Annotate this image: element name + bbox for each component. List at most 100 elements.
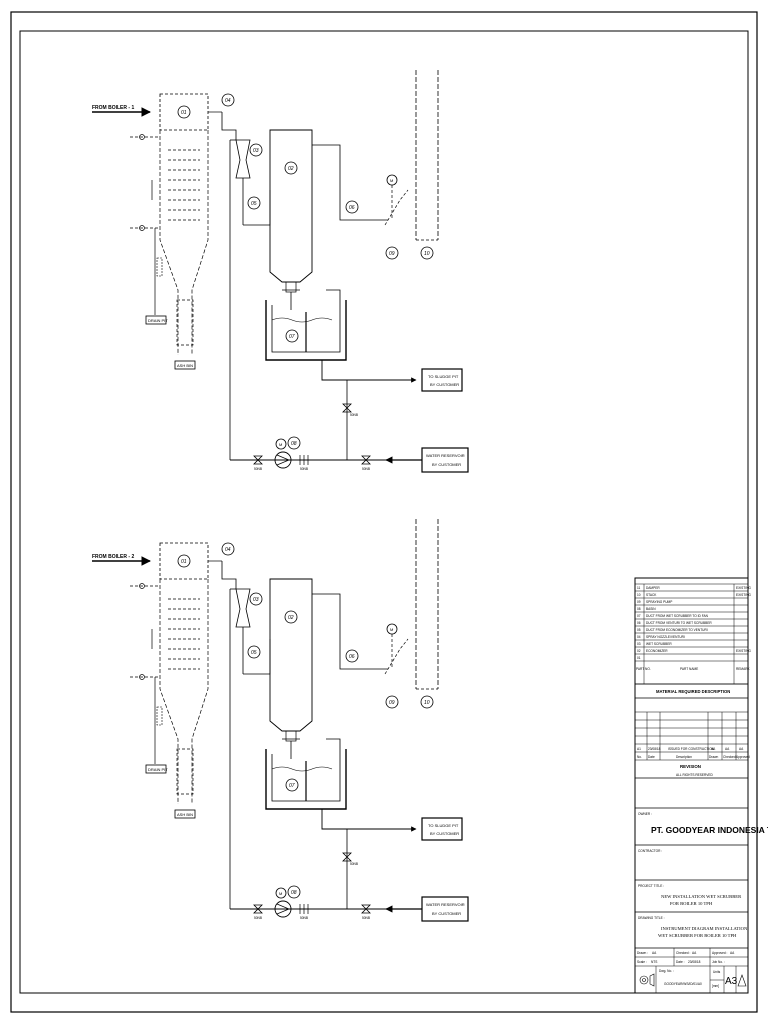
part-desc: SPRAYING PUMP (646, 600, 672, 604)
water-label-1: WATER RESERVOIR (426, 902, 465, 907)
rev-hdr-c: Approved (736, 755, 750, 759)
part-desc: ECONOMIZER (646, 649, 668, 653)
tag-circle-05 (247, 196, 261, 210)
tag-01: 01 (181, 559, 187, 565)
rev-date: 23/08/18 (648, 747, 661, 751)
pump-strainer (299, 455, 309, 465)
tag-07: 07 (289, 783, 295, 789)
rev-hdr-a: Drawn (709, 755, 718, 759)
sheet-size: A3 (725, 976, 738, 987)
damper-motor-tag: M (390, 627, 393, 632)
part-no: 09 (637, 600, 641, 604)
water-level (271, 766, 333, 772)
tag-circle-07 (285, 778, 299, 792)
scrubber-drain (285, 730, 297, 742)
drain-valve (156, 706, 163, 726)
damper-motor-tag: M (390, 178, 393, 183)
part-desc: DUCT FROM WET SCRUBBER TO ID FAN (646, 614, 709, 618)
drain-valve (156, 257, 163, 277)
ash-bin-box (174, 809, 196, 819)
part-no: 05 (637, 628, 641, 632)
drain-pit-box (145, 315, 167, 325)
part-no: 07 (637, 614, 641, 618)
part-desc: DUCT FROM ECONOMIZER TO VENTURI (646, 628, 708, 632)
part-no: 03 (637, 642, 641, 646)
tube-bank (168, 598, 200, 670)
pump-suction-valve (253, 455, 263, 465)
part-no: 02 (637, 649, 641, 653)
water-reservoir-box (421, 896, 469, 922)
valve-tag-1: 50NB (350, 862, 358, 866)
tag-circle-09 (385, 246, 399, 260)
venturi (235, 139, 251, 179)
tag-circle-07 (285, 329, 299, 343)
pump-motor (275, 887, 287, 899)
water-level (271, 317, 333, 323)
parts-header-remark: REMARK (736, 667, 751, 671)
ash-bin-label: ASH BIN (177, 812, 193, 817)
project-line-1: NEW INSTALLATION WET SCRUBBER (661, 894, 742, 899)
title-block: MATERIAL REQUIRED DESCRIPTION A1 23/08/1… (634, 577, 768, 994)
tag-circle-08 (287, 885, 301, 899)
scrubber-unit-1: FROM BOILER - 1 01 ASH BIN (92, 70, 469, 473)
part-no: 10 (637, 593, 641, 597)
damper-linkage (384, 634, 409, 675)
sludge-line (321, 809, 417, 832)
part-no: 06 (637, 621, 641, 625)
side-nozzles (130, 111, 222, 231)
basin-inner (271, 738, 341, 802)
units-value: [mm] (712, 984, 719, 988)
scrubber-drain (285, 281, 297, 293)
rev-hdr-date: Date (648, 755, 655, 759)
tag-circle-01 (177, 105, 191, 119)
projection-symbol (639, 973, 655, 987)
valve-tag-2: 50NB (254, 916, 262, 920)
part-no: 01 (637, 656, 641, 660)
owner-name: PT. GOODYEAR INDONESIA Tbk. (651, 825, 768, 835)
valve-tag-3: 50NB (300, 467, 308, 471)
wet-scrubber (269, 129, 313, 283)
drain-pit-label: DRAIN PIT (148, 318, 168, 323)
outer-border (10, 11, 758, 1013)
part-desc: DAMPER (646, 586, 660, 590)
rev-a: AA (711, 747, 716, 751)
ash-bin-box (174, 360, 196, 370)
tag-08: 08 (291, 890, 297, 896)
drawn-value: AA (652, 951, 657, 955)
valve-tag-3: 50NB (300, 916, 308, 920)
part-no: 04 (637, 635, 641, 639)
tag-circle-09 (385, 695, 399, 709)
checked-value: AA (692, 951, 697, 955)
sludge-box (421, 368, 463, 392)
tag-03: 03 (253, 148, 259, 154)
tag-circle-02 (284, 610, 298, 624)
approved-value: AA (730, 951, 735, 955)
part-no: 08 (637, 607, 641, 611)
sludge-label-2: BY CUSTOMER (430, 382, 459, 387)
rights-text: ALL RIGHTS RESERVED (676, 773, 714, 777)
pump-motor (275, 438, 287, 450)
project-caption: PROJECT TITLE : (638, 884, 664, 888)
duct-econ-venturi (221, 561, 237, 589)
economizer-hopper (159, 579, 209, 804)
tag-07: 07 (289, 334, 295, 340)
tag-circle-02 (284, 161, 298, 175)
part-no: 11 (637, 586, 641, 590)
rev-c: AA (739, 747, 744, 751)
tag-circle-04 (221, 93, 235, 107)
tag-09: 09 (389, 700, 395, 706)
pump-suction-valve (253, 904, 263, 914)
tag-circle-01 (177, 554, 191, 568)
drawing-caption: DRAWING TITLE : (638, 916, 665, 920)
tag-02: 02 (288, 615, 294, 621)
valve-tag-4: 50NB (362, 467, 370, 471)
tag-circle-03 (249, 143, 263, 157)
tag-circle-04 (221, 542, 235, 556)
part-desc: SPRAY NOZZLE/VENTURI (646, 635, 685, 639)
sludge-line (321, 360, 417, 383)
dwg-caption: Dwg. No. : (659, 969, 674, 973)
revision-title: REVISION (680, 764, 701, 769)
parts-header-name: PART NAME (680, 667, 698, 671)
